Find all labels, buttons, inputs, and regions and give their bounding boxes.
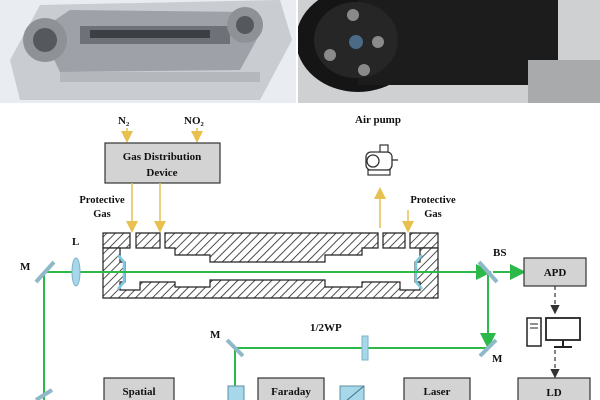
- spatial-label: Spatial: [122, 386, 155, 398]
- protective-gas-left-line2: Gas: [93, 209, 111, 220]
- apd-label: APD: [544, 267, 567, 279]
- protective-gas-right-line2: Gas: [424, 209, 442, 220]
- computer-icon: [526, 317, 581, 348]
- beam-splitter-label: BS: [493, 247, 506, 259]
- half-wave-plate-icon: [361, 335, 369, 361]
- half-wave-plate-label: 1/2WP: [310, 322, 342, 334]
- optic-cube-left-icon: [227, 385, 245, 400]
- mirror-lower-left-icon: [225, 338, 245, 358]
- faraday-box: [257, 377, 325, 400]
- mirror-lower-right-icon: [478, 338, 498, 358]
- real-cell-photo: [298, 0, 600, 103]
- gas-distribution-label-1: Gas Distribution: [123, 151, 202, 163]
- mirror-lower-left-label: M: [210, 329, 221, 341]
- laser-label: Laser: [424, 386, 451, 398]
- mirror-left-icon: [34, 260, 56, 284]
- lens-label: L: [72, 236, 79, 248]
- ld-label: LD: [546, 387, 561, 399]
- mirror-lower-right-label: M: [492, 353, 503, 365]
- no2-label: NO₂: [184, 115, 205, 127]
- gas-cell: [102, 232, 439, 299]
- cad-cell-render: [0, 0, 296, 103]
- air-pump-label: Air pump: [355, 114, 401, 126]
- gas-distribution-label-2: Device: [146, 167, 177, 179]
- mirror-bottom-left-icon: [34, 388, 54, 400]
- faraday-label: Faraday: [271, 386, 311, 398]
- lens-icon: [71, 257, 81, 287]
- apd-box: [523, 257, 587, 287]
- beam-splitter-icon: [477, 260, 499, 284]
- gas-distribution-box: [104, 142, 221, 184]
- polarizer-cube-icon: [339, 385, 365, 400]
- spatial-box: [103, 377, 175, 400]
- protective-gas-right-line1: Protective: [410, 195, 456, 206]
- n2-label: N₂: [118, 115, 130, 127]
- protective-gas-left-line1: Protective: [79, 195, 125, 206]
- cell-photo-render: [298, 0, 600, 103]
- air-pump-icon: [365, 144, 398, 176]
- laser-box: [403, 377, 471, 400]
- cad-render-photo: [0, 0, 296, 103]
- ld-box: [517, 377, 591, 400]
- polarizer-diagonal: [346, 385, 365, 400]
- mirror-left-label: M: [20, 261, 31, 273]
